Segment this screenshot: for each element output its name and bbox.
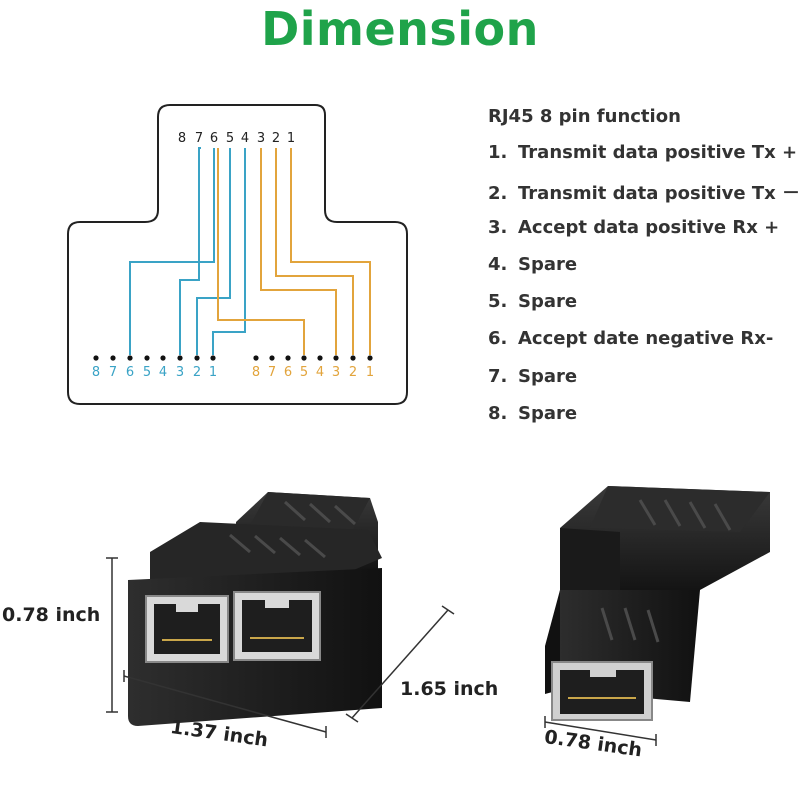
pin-function-heading: RJ45 8 pin function xyxy=(488,106,681,127)
pin-function-item: 8.Spare xyxy=(488,403,578,425)
left-pin-label: 7 xyxy=(109,365,117,380)
wire-right-1 xyxy=(290,148,371,355)
left-pin-dot xyxy=(177,355,183,361)
right-pin-label: 2 xyxy=(349,365,357,380)
right-pin-label: 8 xyxy=(252,365,260,380)
depth-dimension-label: 1.65 inch xyxy=(400,678,499,700)
pin-function-item: 4.Spare xyxy=(488,253,578,275)
left-pin-dot xyxy=(110,355,116,361)
right-pin-dot xyxy=(333,355,339,361)
adapter-rear-view xyxy=(545,486,770,721)
right-pin-dot xyxy=(301,355,307,361)
left-pin-dot xyxy=(93,355,99,361)
left-pin-dot xyxy=(144,355,150,361)
top-pin-label: 5 xyxy=(226,131,234,146)
pin-function-list: 1.Transmit data positive Tx + 2.Transmit… xyxy=(488,142,800,440)
right-pin-dot xyxy=(269,355,275,361)
page-title: Dimension xyxy=(261,2,539,56)
wire-left-1 xyxy=(212,148,246,355)
wire-right-6 xyxy=(217,148,305,355)
top-pin-label: 6 xyxy=(210,131,218,146)
pin-function-item: 7.Spare xyxy=(488,365,578,387)
left-pin-label: 5 xyxy=(143,365,151,380)
left-pin-dot xyxy=(127,355,133,361)
left-pin-label: 8 xyxy=(92,365,100,380)
right-pin-dot xyxy=(350,355,356,361)
right-pin-label: 4 xyxy=(316,365,324,380)
pin-function-item: 6.Accept date negative Rx- xyxy=(488,328,774,350)
right-pin-label: 3 xyxy=(332,365,340,380)
left-pin-dot xyxy=(210,355,216,361)
top-pin-label: 3 xyxy=(257,131,265,146)
left-pin-dot xyxy=(194,355,200,361)
right-pin-label: 7 xyxy=(268,365,276,380)
right-pin-label: 5 xyxy=(300,365,308,380)
right-pin-label: 6 xyxy=(284,365,292,380)
top-pin-label: 2 xyxy=(272,131,280,146)
top-pin-label: 7 xyxy=(195,131,203,146)
right-pin-label: 1 xyxy=(366,365,374,380)
top-pin-label: 4 xyxy=(241,131,249,146)
pin-function-item: 3.Accept data positive Rx + xyxy=(488,216,780,238)
left-pin-label: 3 xyxy=(176,365,184,380)
pin-function-item: 2.Transmit data positive Tx － xyxy=(488,183,800,205)
product-illustrations xyxy=(106,486,770,746)
height-dimension-label: 0.78 inch xyxy=(2,604,101,626)
pin-function-item: 1.Transmit data positive Tx + xyxy=(488,142,798,163)
left-pin-label: 2 xyxy=(193,365,201,380)
wire-right-2 xyxy=(275,148,354,355)
right-pin-dot xyxy=(367,355,373,361)
left-pin-label: 4 xyxy=(159,365,167,380)
wire-right-3 xyxy=(260,148,337,355)
right-pin-dot xyxy=(317,355,323,361)
top-pin-label: 8 xyxy=(178,131,186,146)
right-pin-dot xyxy=(253,355,259,361)
top-pin-label: 1 xyxy=(287,131,295,146)
splitter-outline xyxy=(67,104,408,405)
wire-left-2 xyxy=(196,148,231,355)
left-pin-label: 6 xyxy=(126,365,134,380)
left-pin-dot xyxy=(160,355,166,361)
left-pin-label: 1 xyxy=(209,365,217,380)
wire-left-3 xyxy=(179,147,201,355)
right-pin-dot xyxy=(285,355,291,361)
pin-function-item: 5.Spare xyxy=(488,291,578,313)
wire-left-6 xyxy=(129,148,215,355)
adapter-front-view xyxy=(128,492,382,726)
